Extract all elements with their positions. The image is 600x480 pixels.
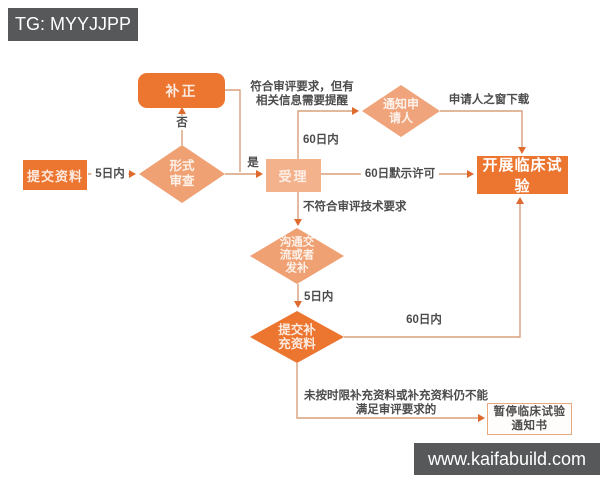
- node-suspend-notice-line2: 通知书: [511, 420, 548, 432]
- edge-label-no: 否: [172, 116, 192, 130]
- watermark-bottom-text: www.kaifabuild.com: [427, 448, 587, 469]
- communication-diamond: [250, 228, 344, 284]
- edge-label-not-meet-technical: 不符合审评技术要求: [303, 201, 407, 213]
- edge-label-within-5-days-1: 5日内: [91, 167, 129, 181]
- arrowhead-into-start-left: [467, 170, 474, 178]
- arrowhead-into-notify: [352, 107, 359, 115]
- node-acceptance: 受理: [266, 159, 321, 192]
- connector-acceptance-to-notify: [297, 110, 353, 159]
- edge-label-applicant-window: 申请人之窗下载: [448, 94, 530, 106]
- node-start-clinical-trial-label: 开展临床试验: [482, 157, 563, 195]
- meets-requirement-line2: 相关信息需要提醒: [256, 95, 348, 107]
- arrowhead-into-communication: [294, 219, 302, 226]
- arrowhead-into-supplement: [294, 301, 302, 308]
- formal-review-diamond: [139, 145, 225, 203]
- watermark-top-text: TG: MYYJJPP: [14, 14, 131, 34]
- connector-supplement-to-suspend: [296, 363, 478, 419]
- meets-requirement-line1: 符合审评要求，但有: [250, 81, 354, 93]
- node-submit-materials-label: 提交资料: [26, 168, 83, 184]
- arrowhead-into-suspend: [478, 414, 485, 422]
- node-acceptance-label: 受理: [278, 169, 309, 184]
- node-correction-label: 补正: [165, 82, 198, 99]
- arrowhead-into-start-top: [518, 147, 526, 154]
- arrowhead-into-review: [129, 170, 136, 178]
- node-start-clinical-trial: 开展临床试验: [477, 156, 568, 195]
- edge-label-within-60-days-bottom: 60日内: [406, 314, 442, 326]
- node-submit-materials: 提交资料: [23, 160, 87, 190]
- arrowhead-into-correction: [178, 107, 186, 114]
- edge-label-tacit-permission: 60日默示许可: [360, 167, 440, 181]
- arrowhead-into-acceptance: [256, 170, 263, 178]
- watermark-top: TG: MYYJJPP: [8, 8, 138, 41]
- supplement-diamond: [250, 311, 344, 363]
- node-suspend-notice: 暂停临床试验 通知书: [487, 403, 572, 435]
- connector-notify-to-start: [440, 110, 523, 148]
- edge-label-within-5-days-2: 5日内: [304, 291, 334, 303]
- overdue-line2: 满足审评要求的: [355, 404, 437, 416]
- edge-label-meets-requirement: 符合审评要求，但有 相关信息需要提醒: [250, 80, 354, 108]
- connector-supplement-to-start: [344, 202, 521, 338]
- watermark-bottom: www.kaifabuild.com: [414, 443, 600, 475]
- edge-label-yes: 是: [247, 157, 259, 169]
- edge-label-within-60-days-top: 60日内: [303, 134, 339, 146]
- connector-correction-return: [225, 89, 241, 172]
- node-suspend-notice-line1: 暂停临床试验: [493, 406, 566, 418]
- edge-label-overdue: 未按时限补充资料或补充资料仍不能 满足审评要求的: [304, 389, 488, 417]
- notify-applicant-diamond: [362, 85, 440, 137]
- node-correction: 补正: [138, 73, 225, 108]
- arrowhead-into-start-bottom: [516, 197, 524, 204]
- overdue-line1: 未按时限补充资料或补充资料仍不能: [304, 390, 488, 402]
